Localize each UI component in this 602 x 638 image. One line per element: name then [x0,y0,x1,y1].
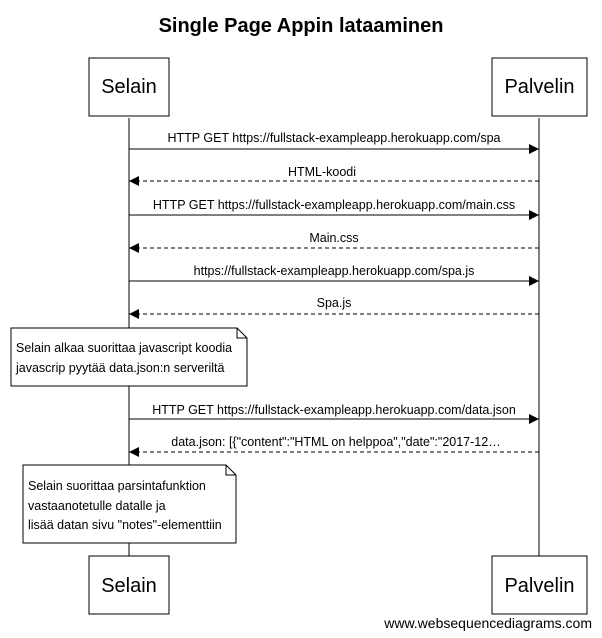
message-2: HTML-koodi [129,165,539,186]
actor-box-palvelin-top: Palvelin [491,57,588,117]
note-line: vastaanotetulle datalle ja [28,499,166,513]
message-label: https://fullstack-exampleapp.herokuapp.c… [194,264,475,278]
actor-box-palvelin-bottom: Palvelin [491,555,588,615]
message-label: HTML-koodi [288,165,356,179]
message-4: Main.css [129,231,539,253]
actor-label: Palvelin [504,575,574,597]
message-7: HTTP GET https://fullstack-exampleapp.he… [129,403,539,424]
note-line: javascrip pyytää data.json:n serveriltä [15,361,224,375]
message-label: Main.css [309,231,358,245]
actor-label: Selain [101,76,157,98]
note-2: Selain suorittaa parsintafunktion vastaa… [22,464,237,544]
message-label: HTTP GET https://fullstack-exampleapp.he… [153,198,515,212]
note-1: Selain alkaa suorittaa javascript koodia… [10,327,248,387]
message-label: Spa.js [317,296,352,310]
diagram-title: Single Page Appin lataaminen [159,15,444,37]
message-label: HTTP GET https://fullstack-exampleapp.he… [152,403,516,417]
message-6: Spa.js [129,296,539,319]
actor-box-selain-top: Selain [88,57,170,117]
actor-box-selain-bottom: Selain [88,555,170,615]
message-3: HTTP GET https://fullstack-exampleapp.he… [129,198,539,220]
message-label: HTTP GET https://fullstack-exampleapp.he… [167,131,500,145]
message-8: data.json: [{"content":"HTML on helppoa"… [129,435,539,457]
note-line: Selain suorittaa parsintafunktion [28,479,206,493]
message-1: HTTP GET https://fullstack-exampleapp.he… [129,131,539,154]
watermark-text[interactable]: www.websequencediagrams.com [383,615,592,631]
message-label: data.json: [{"content":"HTML on helppoa"… [171,435,500,449]
note-line: Selain alkaa suorittaa javascript koodia [16,341,232,355]
note-line: lisää datan sivu "notes"-elementtiin [28,518,222,532]
actor-label: Palvelin [504,76,574,98]
message-5: https://fullstack-exampleapp.herokuapp.c… [129,264,539,286]
actor-label: Selain [101,575,157,597]
